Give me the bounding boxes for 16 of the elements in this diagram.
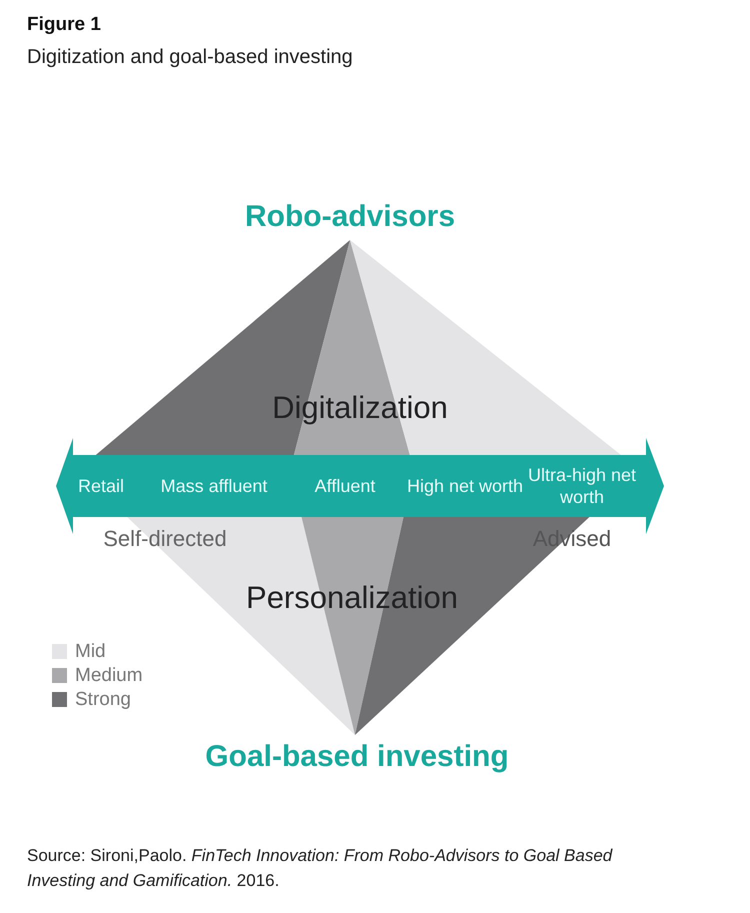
diagram-label: Goal-based investing xyxy=(205,740,509,774)
diagram-label: Digitalization xyxy=(272,390,448,426)
diagram-label: Self-directed xyxy=(103,526,227,552)
legend-label: Medium xyxy=(75,664,143,686)
segment-label: Retail xyxy=(76,475,126,497)
segment-label: Affluent xyxy=(314,475,376,497)
diagram-label: Robo-advisors xyxy=(244,200,456,234)
source-caption: Source: Sironi,Paolo. FinTech Innovation: From Robo-Advisors to Goal Based Investing and Gamification. 2016. xyxy=(27,845,614,892)
figure-title: Figure 1 xyxy=(27,14,101,36)
segment-label: Mass affluent xyxy=(160,475,268,497)
segment-label: High net worth xyxy=(406,475,524,497)
segment-label: Ultra-high net worth xyxy=(526,464,638,508)
diagram-label: Personalization xyxy=(246,580,458,616)
legend-label: Strong xyxy=(75,688,131,710)
figure-subtitle: Digitization and goal-based investing xyxy=(27,46,353,69)
legend-label: Mid xyxy=(75,640,106,662)
